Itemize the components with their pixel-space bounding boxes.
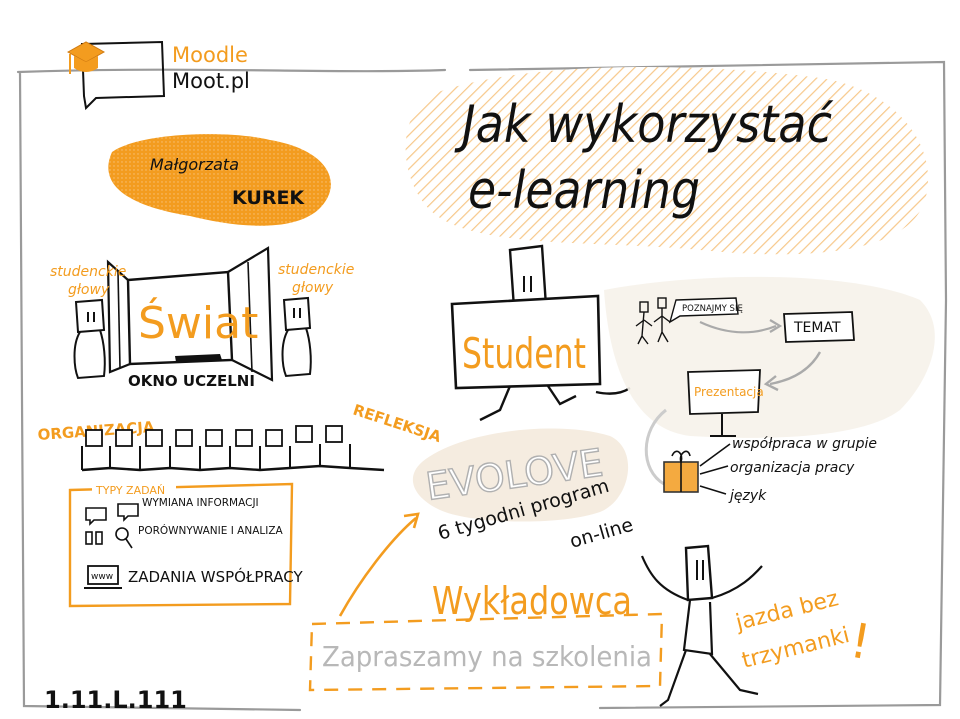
evolove-program: EVOLOVE 6 tygodni program on-line xyxy=(412,428,636,553)
outcome-language: język xyxy=(728,488,767,504)
chat-bubbles-icon xyxy=(85,503,139,526)
invite-text: Zapraszamy na szkolenia xyxy=(322,640,652,673)
right-heads-label-2: głowy xyxy=(292,280,334,296)
lecturer-section: Wykładowca Zapraszamy na szkolenia xyxy=(308,579,664,692)
gift-box-icon xyxy=(663,450,699,493)
topic-box: TEMAT xyxy=(793,320,841,336)
left-heads-label-1: studenckie xyxy=(50,264,126,280)
activity-flow: POZNAJMY SIĘ TEMAT Prezentacja xyxy=(604,276,935,486)
student-head-right xyxy=(281,296,312,378)
evolove-desc-2: on-line xyxy=(567,514,635,553)
presentation-box: Prezentacja xyxy=(694,385,764,399)
refleksja-label: REFLEKSJA xyxy=(351,401,444,447)
logo-line2: Moot.pl xyxy=(172,69,250,93)
laptop-www-icon: www xyxy=(84,565,122,589)
slogan-exclamation: ! xyxy=(846,613,875,671)
compare-magnifier-icon xyxy=(85,527,133,549)
lecturer-label: Wykładowca xyxy=(432,579,632,623)
window-caption: OKNO UCZELNI xyxy=(128,372,255,390)
artist-signature: 1.11.L.111 xyxy=(44,686,187,714)
title-cloud: Jak wykorzystać e-learning xyxy=(405,66,929,255)
task-item-compare: PORÓWNYWANIE I ANALIZA xyxy=(138,524,284,537)
invite-arrow xyxy=(338,517,417,617)
outcome-organization: organizacja pracy xyxy=(730,460,855,476)
outcome-teamwork: współpraca w grupie xyxy=(732,436,877,452)
getting-to-know-bubble: POZNAJMY SIĘ xyxy=(682,304,743,314)
author-badge: Małgorzata KUREK xyxy=(108,134,331,226)
window-center-word: Świat xyxy=(138,296,258,349)
student-head-left xyxy=(73,298,106,380)
left-heads-label-2: głowy xyxy=(68,282,110,298)
title-line2: e-learning xyxy=(468,161,700,221)
slogan: jazda bez trzymanki ! xyxy=(732,586,874,674)
lecturer-figure xyxy=(640,544,763,707)
two-people-icon xyxy=(635,297,671,345)
student-label: Student xyxy=(462,329,586,378)
author-last-name: KUREK xyxy=(232,187,305,209)
task-types-header: TYPY ZADAŃ xyxy=(95,484,165,497)
right-heads-label-1: studenckie xyxy=(278,262,354,278)
logo: Moodle Moot.pl xyxy=(66,40,250,111)
window-illustration: Świat OKNO UCZELNI studenckie głowy stud… xyxy=(50,246,354,390)
title-line1: Jak wykorzystać xyxy=(454,95,834,155)
author-first-name: Małgorzata xyxy=(150,155,239,174)
invite-arrow-head xyxy=(403,512,420,529)
task-types-box: TYPY ZADAŃ WYMIANA INFORMACJI PORÓWNYWAN… xyxy=(68,482,303,608)
task-item-exchange: WYMIANA INFORMACJI xyxy=(142,497,259,509)
graduation-cap-icon xyxy=(66,41,106,74)
task-item-collaboration: ZADANIA WSPÓŁPRACY xyxy=(128,567,303,586)
speech-bubble-icon xyxy=(80,40,166,111)
student-figure: Student xyxy=(450,244,631,422)
laptop-www-text: www xyxy=(91,572,113,582)
outcomes-list: współpraca w grupie organizacja pracy ję… xyxy=(663,436,877,504)
logo-line1: Moodle xyxy=(172,43,248,67)
process-row: ORGANIZACJA REFLEKSJA xyxy=(37,401,444,472)
